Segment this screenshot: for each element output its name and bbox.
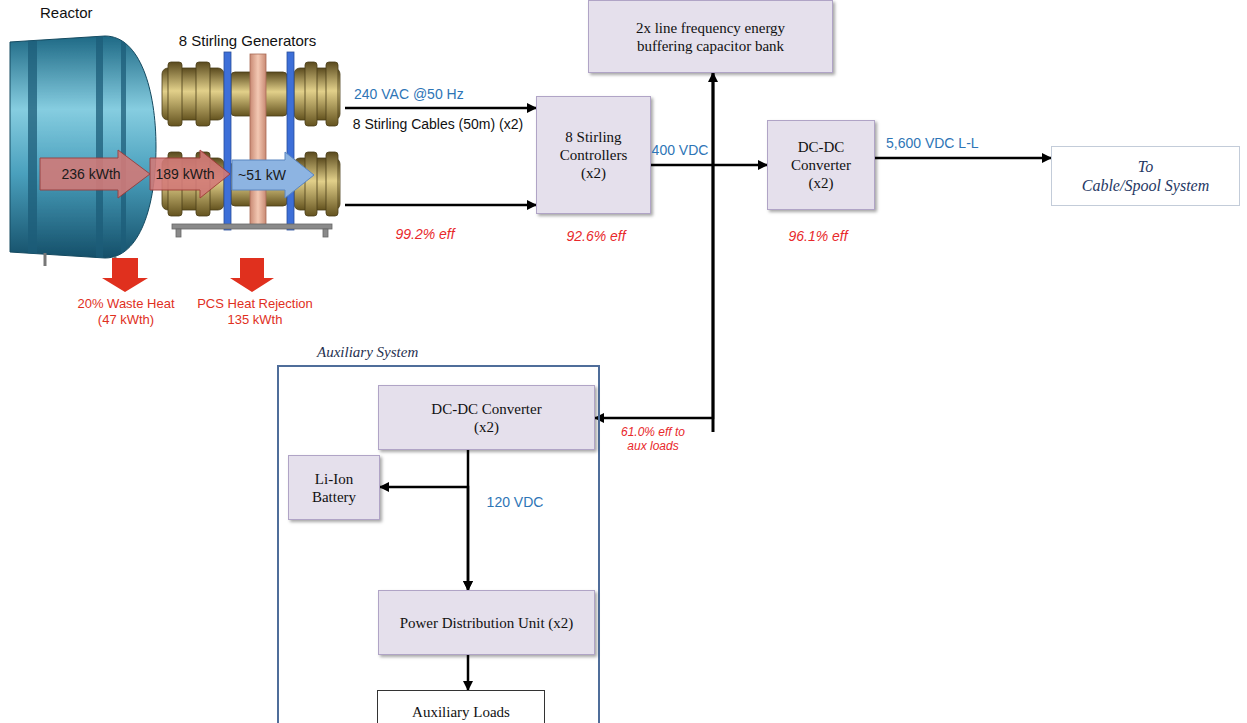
annotation-label: ~51 kW bbox=[236, 167, 288, 184]
power-connector bbox=[345, 107, 536, 110]
load-box: Auxiliary Loads bbox=[377, 690, 545, 723]
annotation-label: 120 VDC bbox=[480, 494, 550, 511]
node-text: DC-DC Converter (x2) bbox=[781, 138, 861, 192]
voltage-label: 5,600 VDC L-L bbox=[884, 135, 981, 152]
node-text: 8 Stirling Generators bbox=[179, 32, 317, 50]
reactor-bands bbox=[28, 30, 126, 265]
node-text: DC-DC Converter (x2) bbox=[424, 400, 549, 436]
reactor-body bbox=[10, 30, 156, 268]
annotation-label: 92.6% eff bbox=[556, 228, 636, 245]
annotation-label: 400 VDC bbox=[650, 142, 710, 159]
destination-box: ToCable/Spool System bbox=[1051, 146, 1240, 206]
power-connector bbox=[651, 164, 767, 167]
reactor: Reactor bbox=[10, 4, 160, 262]
node-text: 8 Stirling Controllers (x2) bbox=[549, 128, 639, 182]
node-text: Auxiliary System bbox=[317, 343, 418, 361]
auxiliary-group: Auxiliary SystemDC-DC Converter (x2)Li-I… bbox=[277, 365, 600, 723]
node-text: Auxiliary Loads bbox=[412, 703, 510, 721]
annotation-label: 61.0% eff to aux loads bbox=[614, 425, 692, 454]
node-text: 2x line frequency energy buffering capac… bbox=[618, 19, 803, 55]
heat-arrow bbox=[102, 258, 148, 292]
controller-box: 8 Stirling Controllers (x2) bbox=[536, 96, 651, 214]
annotation-label: PCS Heat Rejection 135 kWth bbox=[190, 296, 320, 327]
power-connector bbox=[380, 487, 468, 590]
annotation-label: 99.2% eff bbox=[385, 226, 465, 243]
node-text: Li-Ion Battery bbox=[299, 470, 369, 506]
annotation-label: 189 kWth bbox=[154, 166, 216, 183]
converter-box: DC-DC Converter (x2) bbox=[378, 385, 595, 450]
power-connector bbox=[345, 204, 536, 207]
node-text: Cable/Spool System bbox=[1082, 176, 1210, 195]
power-connector bbox=[875, 157, 1051, 160]
distribution-box: Power Distribution Unit (x2) bbox=[378, 590, 595, 655]
thermal-arrow bbox=[150, 150, 230, 198]
stirling-generators bbox=[162, 52, 340, 237]
electric-arrow bbox=[232, 152, 314, 198]
generator-group: 8 Stirling Generators bbox=[150, 30, 345, 222]
power-connector bbox=[467, 655, 470, 690]
converter-box: DC-DC Converter (x2) bbox=[767, 120, 875, 210]
capacitor-bank: 2x line frequency energy buffering capac… bbox=[588, 0, 833, 73]
node-text: Power Distribution Unit (x2) bbox=[400, 614, 574, 632]
reactor-legs bbox=[45, 253, 115, 268]
annotation-label: 8 Stirling Cables (50m) (x2) bbox=[352, 116, 524, 133]
annotation-label: 20% Waste Heat (47 kWth) bbox=[70, 296, 182, 327]
annotation-label: 236 kWth bbox=[60, 166, 122, 183]
annotation-label: 96.1% eff bbox=[778, 228, 858, 245]
battery-box: Li-Ion Battery bbox=[288, 455, 380, 520]
node-text: To bbox=[1138, 157, 1153, 176]
thermal-arrow bbox=[40, 150, 150, 198]
heat-arrow bbox=[230, 258, 274, 292]
voltage-label: 240 VAC @50 Hz bbox=[352, 86, 466, 103]
node-text: Reactor bbox=[40, 4, 93, 22]
